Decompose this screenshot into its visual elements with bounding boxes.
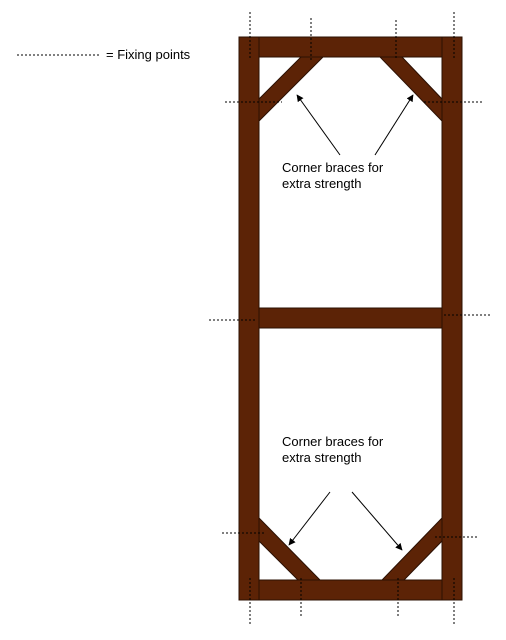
top-braces-label-line-2: extra strength (282, 176, 362, 191)
right-stile (441, 36, 463, 601)
middle-rail (258, 307, 443, 329)
arrow-bottom-right (351, 491, 403, 551)
legend-label: = Fixing points (106, 47, 191, 62)
arrow-top-left (296, 94, 341, 156)
brace-top-left (258, 56, 325, 123)
annotation-arrows (288, 94, 414, 551)
bottom-rail (238, 579, 463, 601)
frame (238, 36, 463, 601)
bottom-braces-label-line-1: Corner braces for (282, 434, 384, 449)
bottom-braces-label-line-2: extra strength (282, 450, 362, 465)
top-braces-label-line-1: Corner braces for (282, 160, 384, 175)
brace-top-right (378, 56, 443, 123)
left-stile (238, 36, 260, 601)
arrow-bottom-left (288, 491, 331, 546)
brace-bottom-right (380, 516, 443, 581)
fixing-points (209, 12, 492, 626)
top-rail (238, 36, 463, 58)
arrow-top-right (374, 94, 414, 156)
brace-bottom-left (258, 516, 322, 581)
